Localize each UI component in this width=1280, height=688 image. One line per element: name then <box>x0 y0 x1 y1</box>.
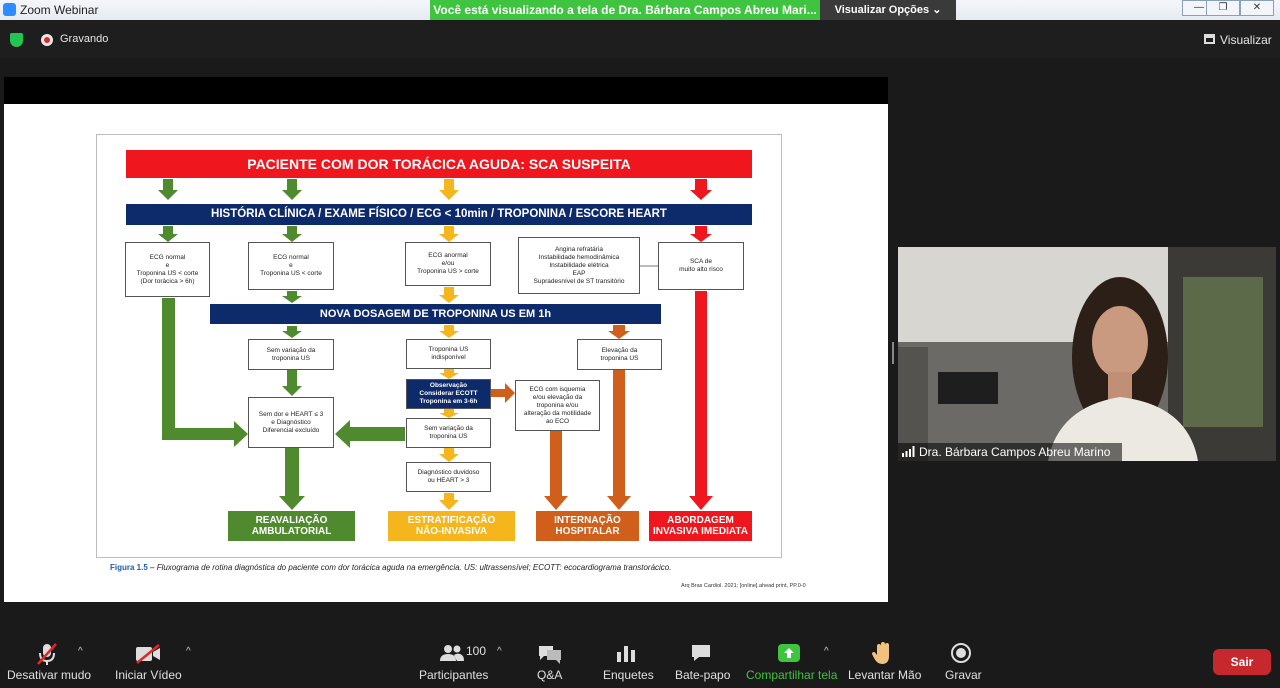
raise-hand-icon <box>872 642 889 664</box>
window-title: Zoom Webinar <box>20 3 99 17</box>
recording-label: Gravando <box>60 33 109 45</box>
speaker-name: Dra. Bárbara Campos Abreu Marino <box>919 445 1111 459</box>
panel-resize-handle[interactable] <box>892 342 894 364</box>
box-no-troponin-variation-2: Sem variação da troponina US <box>406 418 491 448</box>
chevron-down-icon: ⌄ <box>932 4 942 16</box>
speaker-video-frame <box>898 247 1276 461</box>
flowchart-step-troponin: NOVA DOSAGEM DE TROPONINA US EM 1h <box>210 304 661 324</box>
video-options-caret[interactable]: ^ <box>186 646 191 657</box>
box-doubtful-diagnosis: Diagnóstico duvidoso ou HEART > 3 <box>406 462 491 492</box>
video-off-icon <box>136 644 160 664</box>
screen-share-banner: Você está visualizando a tela de Dra. Bá… <box>430 0 820 20</box>
box-refractory-angina: Angina refratária Instabilidade hemodinâ… <box>518 237 640 294</box>
figure-reference: Arq Bras Cardiol. 2021; [online].ahead p… <box>681 583 806 589</box>
meeting-top-strip <box>0 20 1280 58</box>
microphone-muted-icon <box>37 643 57 665</box>
caption-label: Figura 1.5 <box>110 563 148 572</box>
box-ecg-normal-trop: ECG normal e Troponina US < corte <box>248 242 334 290</box>
speaker-video-tile[interactable] <box>898 247 1276 461</box>
flowchart-header: PACIENTE COM DOR TORÁCICA AGUDA: SCA SUS… <box>126 150 752 178</box>
box-observation: Observação Considerar ECOTT Troponina em… <box>406 379 491 409</box>
figure-caption: Figura 1.5 – Fluxograma de rotina diagnó… <box>110 563 671 572</box>
participants-label: Participantes <box>419 668 489 682</box>
start-video-label: Iniciar Vídeo <box>115 668 182 682</box>
flowchart-step-history: HISTÓRIA CLÍNICA / EXAME FÍSICO / ECG < … <box>126 204 752 225</box>
box-ecg-abnormal: ECG anormal e/ou Troponina US > corte <box>405 242 491 286</box>
chat-button[interactable]: Bate-papo <box>669 638 733 686</box>
qa-label: Q&A <box>537 668 563 682</box>
outcome-noninvasive: ESTRATIFICAÇÃO NÃO-INVASIVA <box>388 511 515 541</box>
polls-label: Enquetes <box>603 668 654 682</box>
zoom-app-icon <box>3 3 16 16</box>
box-ecg-ischemia: ECG com isquemia e/ou elevação da tropon… <box>515 380 600 431</box>
recording-icon <box>41 34 53 46</box>
qa-icon <box>539 646 561 664</box>
view-button[interactable]: Visualizar <box>1220 33 1272 47</box>
record-label: Gravar <box>945 668 982 682</box>
view-grid-icon <box>1204 34 1215 44</box>
restore-icon: ❐ <box>1218 2 1228 13</box>
orange-arrows <box>490 325 631 510</box>
share-screen-icon <box>778 644 800 662</box>
polls-icon <box>617 646 635 662</box>
red-arrows <box>689 179 713 510</box>
mute-label: Desativar mudo <box>7 668 92 682</box>
box-no-pain-heart-score: Sem dor e HEART ≤ 3 e Diagnóstico Difere… <box>248 397 334 448</box>
speaker-name-background <box>898 443 1122 461</box>
restore-button[interactable]: ❐ <box>1206 0 1240 16</box>
record-icon <box>951 643 971 663</box>
share-screen-button[interactable]: Compartilhar tela <box>743 638 838 686</box>
raise-hand-label: Levantar Mão <box>848 668 922 682</box>
polls-button[interactable]: Enquetes <box>596 638 656 686</box>
box-ecg-normal-trop-chest-pain: ECG normal e Troponina US < corte (Dor t… <box>125 242 210 297</box>
security-shield-icon[interactable] <box>10 33 23 47</box>
chat-label: Bate-papo <box>675 668 731 682</box>
caption-text: – Fluxograma de rotina diagnóstica do pa… <box>147 563 672 572</box>
view-options-label: Visualizar Opções <box>834 4 930 16</box>
raise-hand-button[interactable]: Levantar Mão <box>845 638 922 686</box>
close-window-button[interactable]: ✕ <box>1240 0 1274 16</box>
box-very-high-risk-acs: SCA de muito alto risco <box>658 242 744 290</box>
view-options-button[interactable]: Visualizar Opções ⌄ <box>820 0 956 20</box>
leave-button[interactable]: Sair <box>1213 649 1271 675</box>
participants-button[interactable]: 100 Participantes <box>414 638 490 686</box>
minimize-icon: — <box>1194 2 1204 13</box>
meeting-toolbar <box>0 630 1280 688</box>
share-screen-label: Compartilhar tela <box>746 668 838 682</box>
signal-strength-icon <box>902 446 915 457</box>
yellow-arrows <box>439 179 459 510</box>
chat-icon <box>692 645 710 661</box>
participants-count: 100 <box>466 644 487 658</box>
qa-button[interactable]: Q&A <box>525 638 575 686</box>
start-video-button[interactable]: Iniciar Vídeo <box>110 638 186 686</box>
participants-icon <box>440 645 464 661</box>
outcome-invasive: ABORDAGEM INVASIVA IMEDIATA <box>649 511 752 541</box>
record-button[interactable]: Gravar <box>938 638 984 686</box>
box-troponin-unavailable: Troponina US indisponível <box>406 339 491 369</box>
close-icon: ✕ <box>1252 2 1262 13</box>
participants-options-caret[interactable]: ^ <box>497 646 502 657</box>
mute-options-caret[interactable]: ^ <box>78 646 83 657</box>
outcome-outpatient: REAVALIAÇÃO AMBULATORIAL <box>228 511 355 541</box>
outcome-hospitalization: INTERNAÇÃO HOSPITALAR <box>536 511 639 541</box>
mute-button[interactable]: Desativar mudo <box>0 638 96 686</box>
share-options-caret[interactable]: ^ <box>824 646 829 657</box>
box-troponin-elevation: Elevação da troponina US <box>577 339 662 370</box>
box-no-troponin-variation: Sem variação da troponina US <box>248 339 334 370</box>
green-arrows <box>158 179 405 510</box>
